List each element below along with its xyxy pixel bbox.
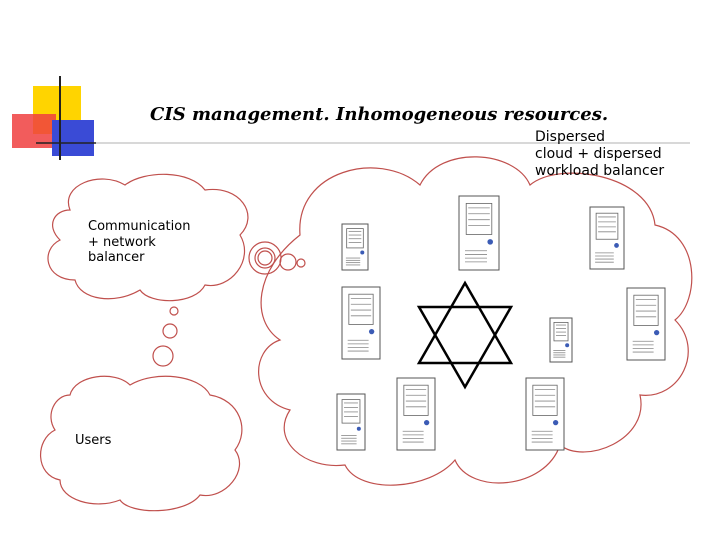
server-icon [549,317,573,363]
communication-line-3: balancer [88,250,145,266]
server-icon [336,393,366,451]
server-icon [525,377,565,451]
decorative-squares-icon [12,76,96,160]
slide-title: CIS management. Inhomogeneous resources. [150,104,609,125]
dispersed-cloud [258,156,693,486]
thought-bubble-icon [152,241,306,367]
users-label: Users [75,433,112,448]
dispersed-line-2: cloud + dispersed [535,145,662,162]
star-of-david-icon [416,280,514,390]
server-icon [341,286,381,360]
communication-cloud [47,173,249,302]
communication-line-1: Communication [88,219,191,234]
server-icon [626,287,666,361]
communication-line-2: + network [88,234,156,250]
users-cloud [40,375,243,512]
server-icon [396,377,436,451]
communication-label: Communication + network balancer [88,219,190,266]
server-icon [341,223,369,271]
dispersed-line-3: workload balancer [535,162,665,179]
dispersed-line-1: Dispersed [535,129,606,145]
dispersed-label: Dispersed cloud + dispersed workload bal… [535,129,664,179]
server-icon [589,206,625,270]
server-icon [458,195,500,271]
